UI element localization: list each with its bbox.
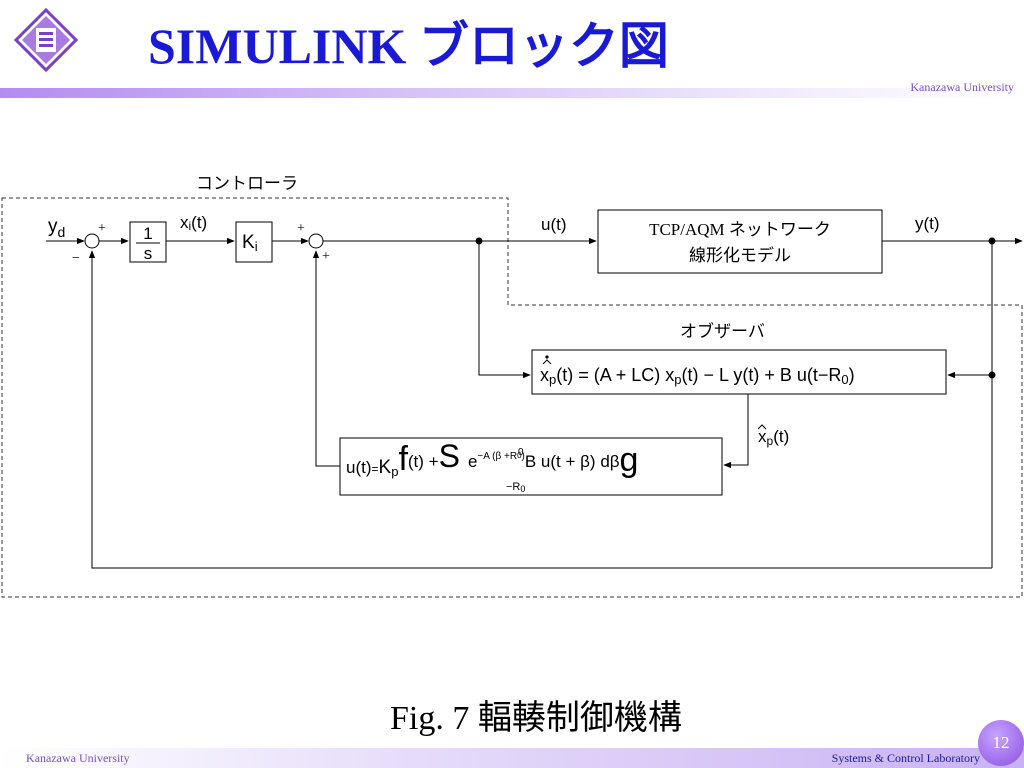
- controller-label: コントローラ: [196, 174, 298, 193]
- input-signal-label: yd: [48, 216, 65, 240]
- sum1-plus-sign: +: [98, 221, 106, 236]
- integrator-block: [129, 221, 167, 263]
- integral-upper-limit: 0: [518, 447, 524, 458]
- integral-lower-limit: −R0: [506, 481, 525, 494]
- sum-junction-2: [308, 233, 324, 249]
- university-name-top: Kanazawa University: [910, 80, 1014, 94]
- footer-university: Kanazawa University: [26, 751, 130, 765]
- wire-controllaw-sum2: [312, 250, 340, 467]
- gain-block: [235, 221, 273, 263]
- header-bar: [0, 88, 1024, 98]
- university-logo: [14, 8, 78, 72]
- feedback-wire-output: [88, 250, 992, 569]
- figure-caption: Fig. 7 輻輳制御機構: [390, 700, 682, 737]
- xp-hat-accent: [757, 424, 767, 430]
- sum1-minus-sign: −: [72, 251, 80, 266]
- page-number-badge: 12: [978, 720, 1024, 766]
- u-signal-label: u(t): [541, 215, 567, 234]
- observer-label: オブザーバ: [680, 321, 765, 341]
- gain-label: Ki: [242, 232, 258, 254]
- sum2-plus-bottom: +: [322, 249, 330, 264]
- plant-label-line1: TCP/AQM ネットワーク: [649, 220, 831, 239]
- plant-block: [597, 209, 883, 274]
- footer-lab: Systems & Control Laboratory: [831, 751, 980, 765]
- sum-junction-1: [84, 233, 100, 249]
- controller-boundary: [1, 197, 1023, 598]
- integrator-denominator: s: [144, 244, 153, 263]
- y-signal-label: y(t): [915, 214, 940, 233]
- wire-observer-controllaw: [723, 394, 749, 469]
- observer-hat-1: [542, 359, 552, 365]
- plant-label-line2: 線形化モデル: [689, 245, 791, 265]
- derivative-dot: [545, 355, 549, 359]
- xi-signal-label: xi(t): [180, 213, 207, 233]
- integrator-numerator: 1: [143, 224, 152, 243]
- xp-hat-signal-label: xp(t): [758, 427, 789, 448]
- sum2-plus-top: +: [297, 221, 305, 236]
- control-law-block: [339, 437, 723, 496]
- observer-equation: xp(t) = (A + LC) xp(t) − L y(t) + B u(t−…: [540, 365, 855, 387]
- slide-title: SIMULINK ブロック図: [148, 18, 669, 74]
- observer-block: [531, 349, 947, 395]
- wire-u-observer: [478, 241, 531, 379]
- footer-bar: [0, 748, 1024, 768]
